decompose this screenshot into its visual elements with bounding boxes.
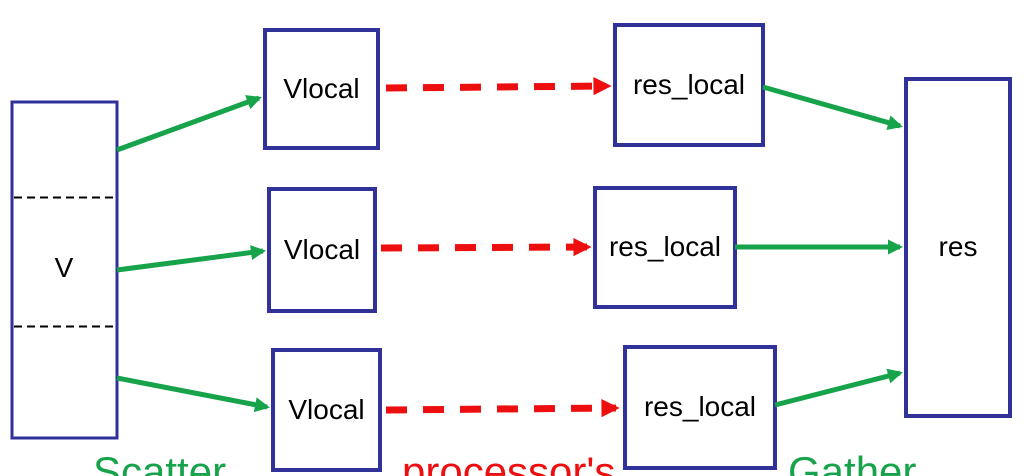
gather-arrow-1	[762, 84, 903, 130]
vlocal-box-3-label: Vlocal	[288, 394, 365, 425]
scatter-arrow-3	[116, 375, 270, 413]
vlocal-box-2-label: Vlocal	[283, 234, 361, 265]
vlocal-box-1	[263, 28, 380, 150]
caption-process: processor's	[402, 448, 616, 476]
res-local-box-3-label: res_local	[643, 391, 757, 422]
res-local-box-2-label: res_local	[608, 231, 722, 262]
vlocal-box-3	[271, 348, 382, 472]
res-local-box-1-label: res_local	[632, 69, 746, 100]
process-arrow-1	[385, 77, 612, 96]
res-local-box-3	[623, 345, 777, 470]
scatter-arrow-1	[116, 95, 262, 153]
vlocal-box-2	[267, 187, 377, 313]
caption-scatter: Scatter	[93, 448, 227, 476]
caption-gather: Gather	[788, 448, 917, 476]
process-arrow-2	[380, 237, 592, 257]
v-box-label: V	[54, 252, 74, 283]
scatter-arrow-2	[116, 245, 266, 273]
res-box	[904, 77, 1012, 418]
gather-arrow-3	[774, 368, 903, 408]
res-box-label: res	[938, 231, 978, 262]
process-arrow-3	[385, 399, 620, 418]
res-local-box-1	[613, 23, 765, 147]
vlocal-box-1-label: Vlocal	[283, 73, 360, 104]
